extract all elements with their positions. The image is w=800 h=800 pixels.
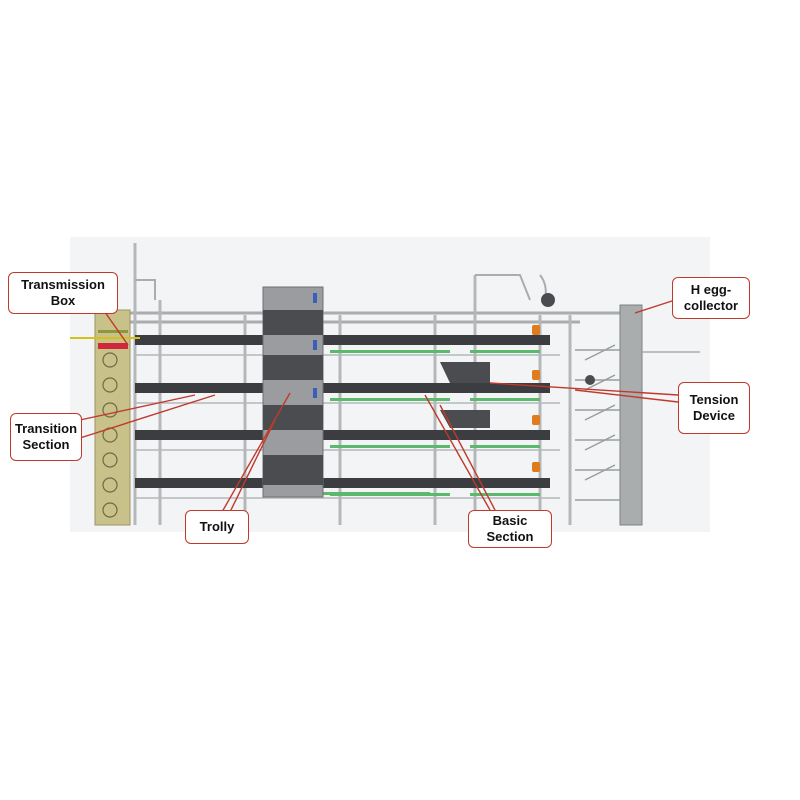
leader-basic-section-b (439, 404, 496, 511)
tension-device-label: Tension Device (678, 382, 750, 434)
tray-tier-3 (330, 445, 450, 448)
conveyor-belts (135, 335, 550, 488)
tray-right-tier-1 (470, 350, 540, 353)
belt-tier-2 (135, 383, 550, 393)
gear-3 (102, 402, 118, 418)
leader-trolly-a (221, 392, 291, 513)
transition-section-label: Transition Section (10, 413, 82, 461)
leader-basic-section-a (424, 394, 491, 511)
gear-2 (102, 377, 118, 393)
gear-1 (102, 352, 118, 368)
gear-6 (102, 477, 118, 493)
gear-5 (102, 452, 118, 468)
top-rails (110, 311, 620, 324)
belt-tier-4 (135, 478, 550, 488)
leader-tension-device-b (574, 389, 679, 403)
belt-tier-1 (135, 335, 550, 345)
tray-tier-2 (330, 398, 450, 401)
orange-fittings (532, 325, 540, 472)
tray-bottom (270, 492, 430, 495)
fitting-4 (532, 462, 540, 472)
fitting-2 (532, 370, 540, 380)
tray-right-tier-4 (470, 493, 540, 496)
belt-tier-3 (135, 430, 550, 440)
h-egg-collector-label: H egg- collector (672, 277, 750, 319)
leader-transition-section-b (79, 394, 216, 439)
tray-right-tier-3 (470, 445, 540, 448)
transmission-box-label: Transmission Box (8, 272, 118, 314)
leader-tension-device-a (489, 382, 679, 396)
leader-trolly-b (229, 419, 276, 513)
tray-right-tier-2 (470, 398, 540, 401)
tray-tier-1 (330, 350, 450, 353)
gear-7 (102, 502, 118, 518)
transmission-box-assembly (70, 309, 140, 526)
trolley-assembly (262, 286, 324, 498)
leader-egg-collector (634, 299, 676, 314)
egg-collector-frame (541, 293, 700, 526)
trolly-label: Trolly (185, 510, 249, 544)
leader-transition-section-a (79, 394, 196, 421)
egg-trays (270, 350, 540, 496)
leader-lines (79, 299, 679, 513)
basic-section-label: Basic Section (468, 510, 552, 548)
fitting-1 (532, 325, 540, 335)
fitting-3 (532, 415, 540, 425)
tension-hoppers (440, 362, 490, 428)
